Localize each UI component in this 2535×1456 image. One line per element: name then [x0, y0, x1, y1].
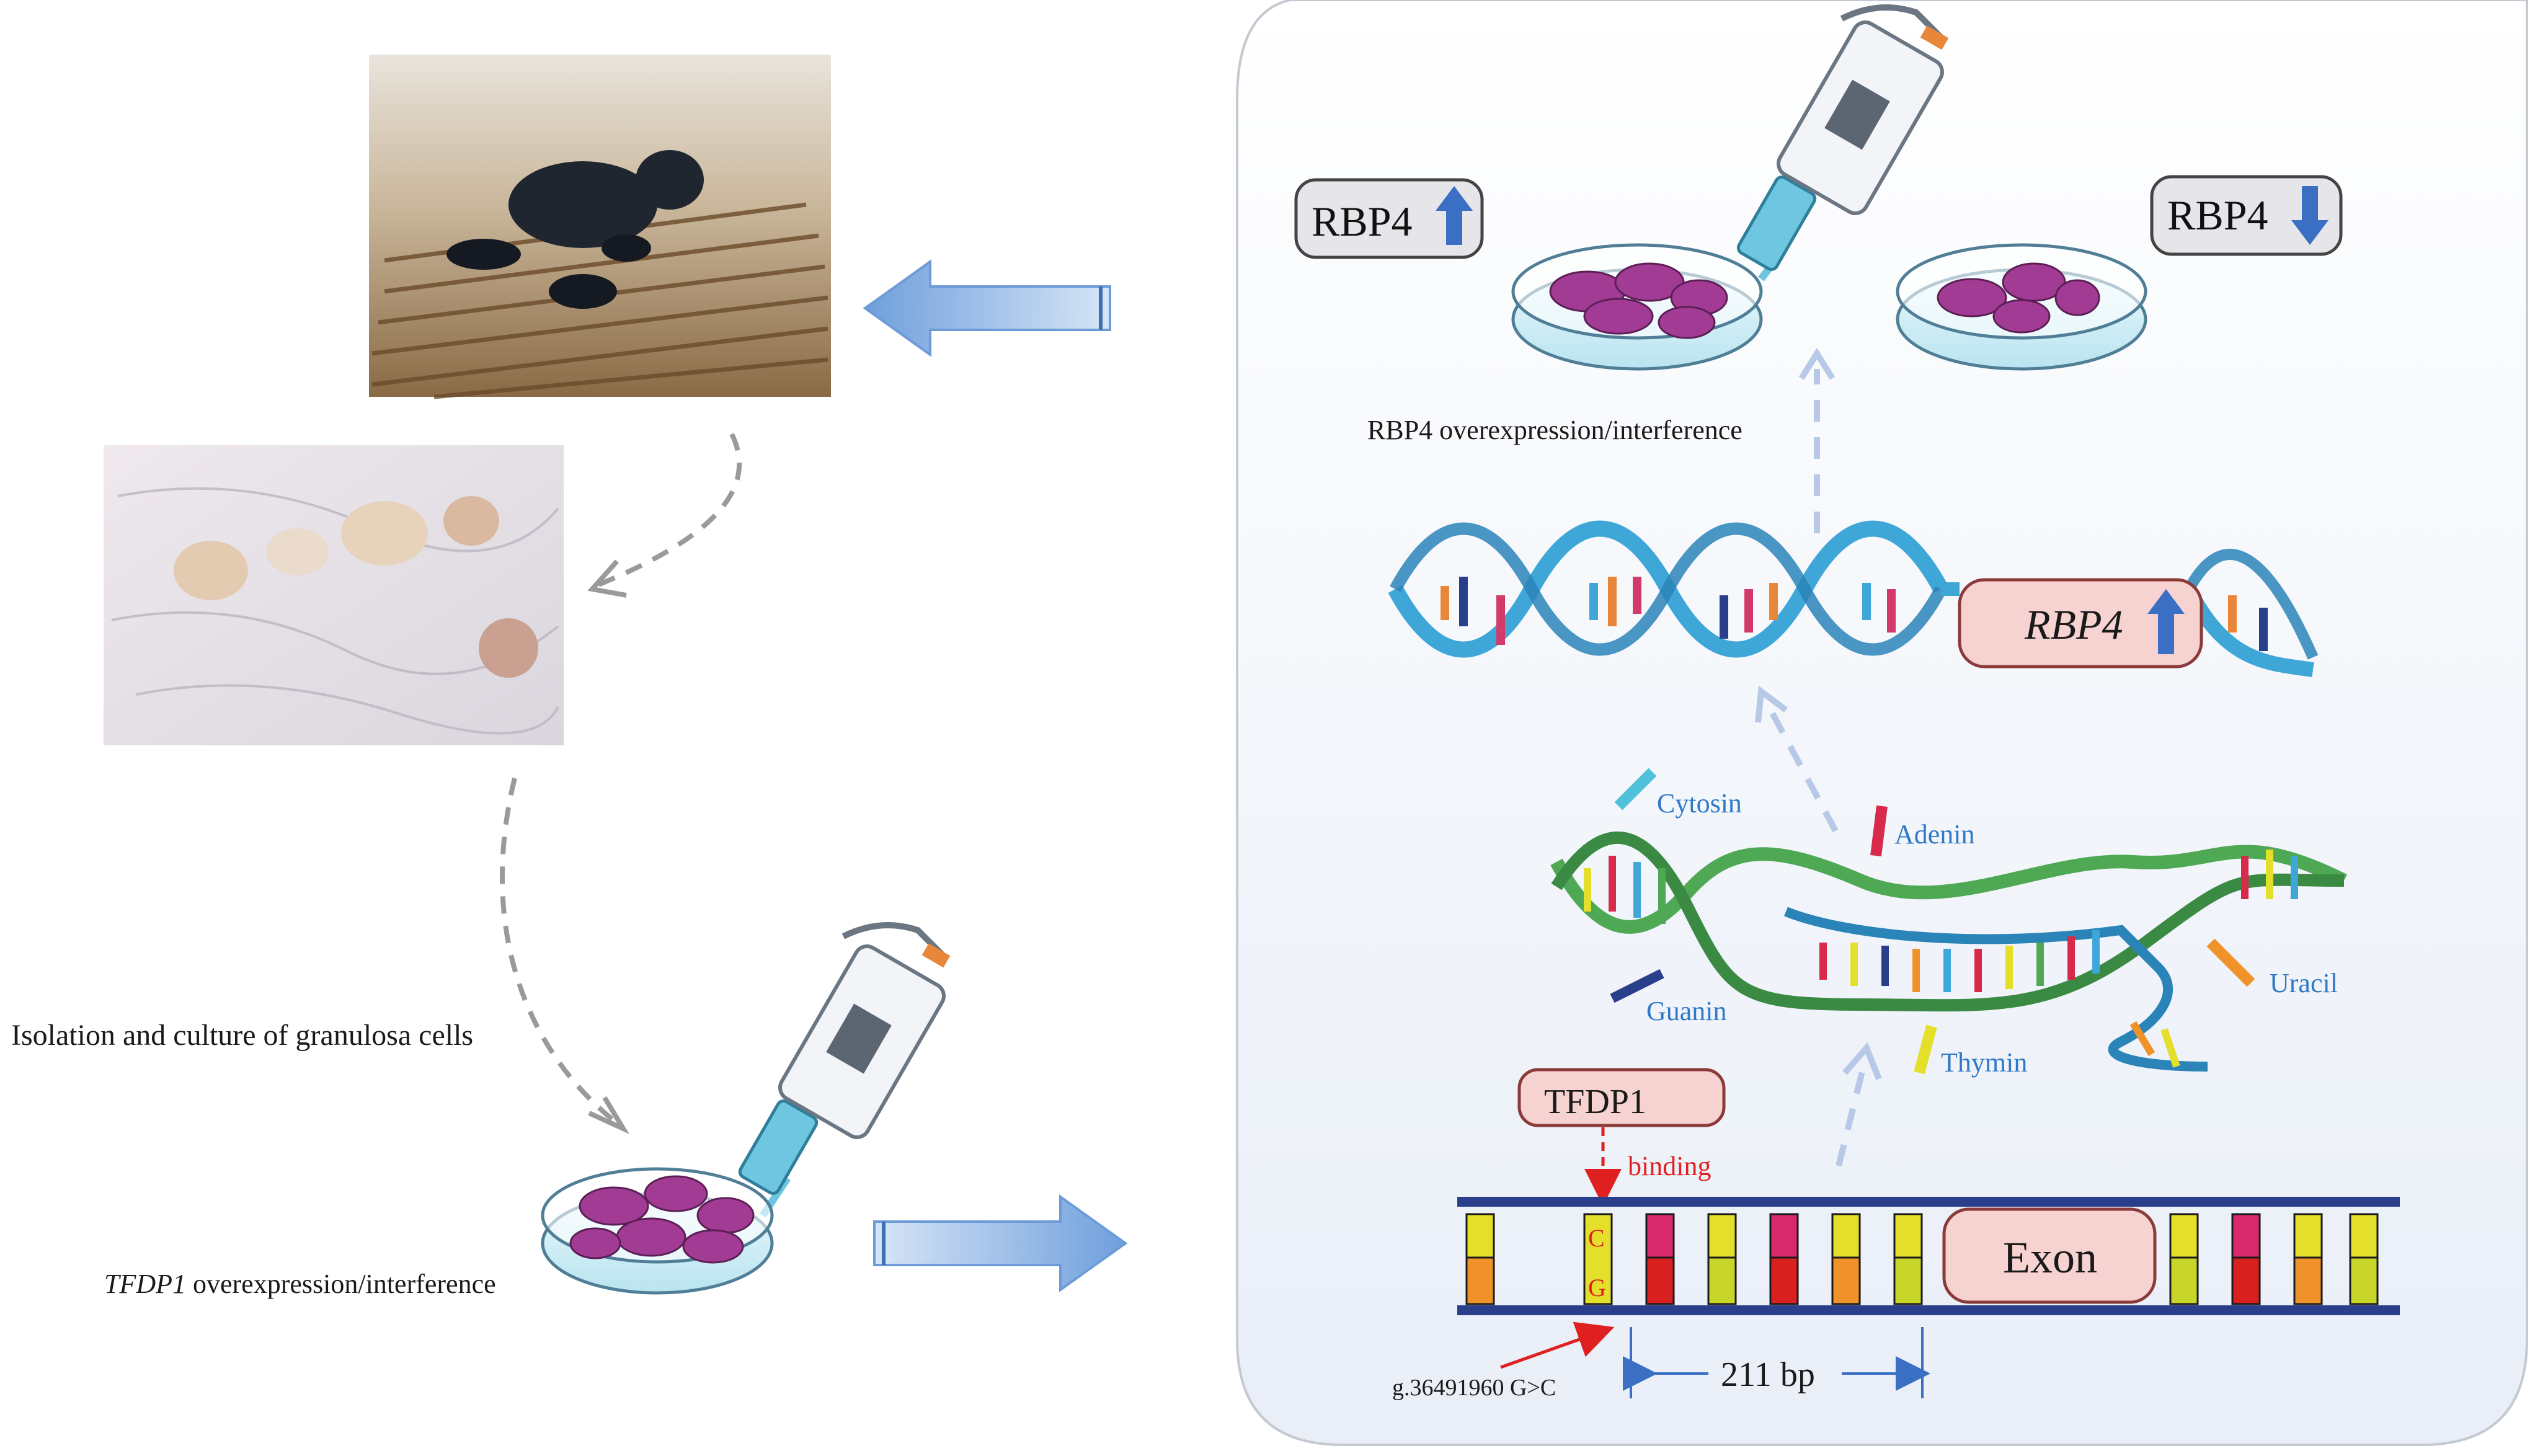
goat-photo — [369, 55, 831, 399]
variant-arrow — [1500, 1321, 1615, 1369]
binding-label: binding — [1628, 1151, 1711, 1181]
base-guanin: Guanin — [1610, 969, 1727, 1026]
isolation-label: Isolation and culture of granulosa cells — [11, 1019, 473, 1052]
pipette-icon-top — [1736, 4, 1949, 282]
snp-site: C G — [1583, 1213, 1613, 1305]
svg-text:TFDP1: TFDP1 — [1544, 1083, 1646, 1121]
svg-text:Guanin: Guanin — [1646, 996, 1727, 1026]
pipette-icon-left — [738, 922, 951, 1218]
petri-dish-icon-top-left — [1511, 243, 1763, 371]
variant-label: g.36491960 G>C — [1392, 1375, 1556, 1401]
rbp4-down-box: RBP4 — [2150, 175, 2343, 256]
dashed-arrowhead-2 — [588, 1096, 630, 1134]
dashed-arrowhead-top — [1798, 347, 1836, 380]
tfdp1-oe-suffix: overexpression/interference — [186, 1269, 496, 1299]
rbp4-up-box: RBP4 — [1294, 178, 1484, 259]
svg-text:G: G — [1588, 1274, 1606, 1302]
base-thymin: Thymin — [1914, 1024, 2027, 1078]
dna-transcription-icon — [1550, 831, 2347, 1072]
dashed-arrowhead-mid — [1755, 685, 1788, 723]
base-cytosin: Cytosin — [1614, 768, 1742, 819]
svg-text:Uracil: Uracil — [2270, 968, 2338, 998]
arrow-right-block — [873, 1194, 1128, 1292]
svg-text:RBP4: RBP4 — [2024, 601, 2123, 648]
dna-helix-icon — [1388, 520, 2319, 677]
rbp4-gene-box: RBP4 — [1958, 578, 2203, 668]
dashed-arrow-ovary-to-dish — [499, 778, 622, 1128]
petri-dish-icon-top-right — [1896, 243, 2147, 371]
svg-text:C: C — [1588, 1224, 1605, 1252]
dashed-arrowhead-1 — [587, 559, 627, 598]
svg-text:211 bp: 211 bp — [1721, 1356, 1815, 1394]
dashed-arrow-goat-to-ovary — [594, 433, 742, 588]
arrow-left-block — [863, 259, 1111, 357]
tfdp1-box: TFDP1 — [1517, 1068, 1726, 1127]
svg-text:Cytosin: Cytosin — [1657, 788, 1742, 819]
down-arrow-icon — [2291, 186, 2329, 245]
up-arrow-icon — [1436, 186, 1473, 245]
tfdp1-gene-italic: TFDP1 — [104, 1269, 186, 1299]
tfdp1-oe-label: TFDP1 overexpression/interference — [104, 1269, 496, 1299]
svg-text:Adenin: Adenin — [1894, 819, 1975, 850]
dashed-arrowhead-lower — [1842, 1042, 1882, 1080]
distance-marker: 211 bp — [1623, 1327, 1930, 1398]
svg-text:Thymin: Thymin — [1941, 1047, 2027, 1078]
dashed-arrow-mid — [1764, 702, 1839, 833]
svg-text:Exon: Exon — [2003, 1233, 2097, 1282]
base-uracil: Uracil — [2206, 938, 2338, 998]
svg-text:RBP4: RBP4 — [2167, 192, 2268, 239]
ovary-photo — [104, 445, 564, 745]
base-adenin: Adenin — [1870, 805, 1975, 857]
petri-dish-icon-left — [541, 1167, 774, 1295]
rbp4-oe-label: RBP4 overexpression/interference — [1367, 415, 1743, 445]
up-arrow-icon-gene — [2147, 589, 2185, 654]
svg-text:RBP4: RBP4 — [1312, 198, 1413, 245]
dashed-arrow-lower — [1836, 1065, 1867, 1167]
exon-box: Exon — [1942, 1207, 2157, 1304]
